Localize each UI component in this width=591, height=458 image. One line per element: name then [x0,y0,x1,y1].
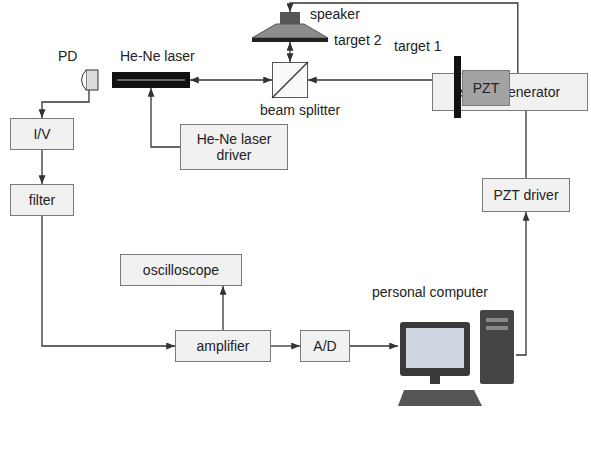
connector [289,42,290,62]
box-label: I/V [33,126,50,142]
connector [190,79,272,80]
photodiode-drawing [80,70,98,90]
part-label: target 2 [334,32,381,48]
box-label: PZT [473,80,499,96]
process-box: I/V [10,118,74,150]
driver-box: PZT driver [482,178,570,212]
box-label: A/D [313,338,336,354]
box-label: filter [29,192,55,208]
target-plate-drawing [454,56,461,118]
part-label: speaker [310,6,360,22]
computer-icon-drawing [398,310,516,410]
photodiode: PD [80,70,98,90]
part-label: PD [58,48,77,64]
laser-tube: He-Ne laser [112,72,190,88]
box-label: amplifier [197,338,250,354]
box-label: oscilloscope [143,262,219,278]
process-box: A/D [300,330,350,362]
connector [41,150,42,184]
part-label: He-Ne laser [120,48,195,64]
connector [350,345,398,346]
part-label: target 1 [394,38,441,54]
instrument-box: oscilloscope [120,254,242,286]
connector [42,90,89,118]
process-box: filter [10,184,74,216]
driver-box: He-Ne laser driver [180,124,288,170]
target-plate: target 1 [454,56,461,118]
connector [151,88,180,147]
box-label: PZT driver [493,187,558,203]
part-label: personal computer [372,284,488,300]
connector [271,345,300,346]
process-box: amplifier [175,330,271,362]
connector [222,286,223,330]
box-label: He-Ne laser driver [181,131,287,163]
laser-tube-drawing [112,72,190,88]
beam-splitter: beam splitter [272,62,308,98]
connector [516,212,526,355]
beam-splitter-drawing [272,62,308,98]
pzt-actuator: PZT [462,70,510,106]
computer-icon: personal computer [398,310,516,410]
speaker: speakertarget 2 [252,12,328,42]
part-label: beam splitter [260,102,340,118]
